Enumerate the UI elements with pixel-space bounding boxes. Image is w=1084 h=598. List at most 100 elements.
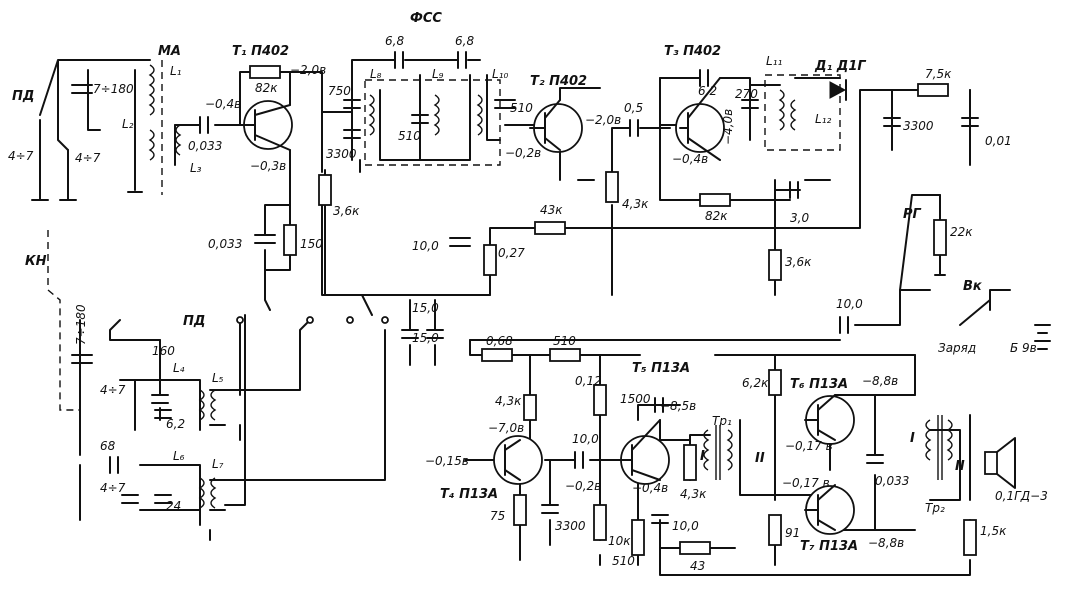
label-r-027: 0,27 [498, 246, 525, 260]
capacitor-trim-low-d [121, 494, 139, 504]
label-c-15a: 15,0 [412, 301, 439, 315]
resistor-82k-t3 [699, 193, 731, 207]
resistor-43 [679, 541, 711, 555]
label-l3: L₃ [190, 161, 202, 175]
capacitor-24 [154, 494, 172, 504]
transformer-tr1 [703, 425, 733, 480]
switch-contact-4 [381, 316, 389, 324]
resistor-91 [768, 514, 782, 546]
label-v-t5-e: −0,4в [632, 481, 668, 495]
label-c-tune-top: 7÷180 [93, 82, 134, 96]
fss-shield [364, 79, 501, 166]
label-rg: РГ [903, 207, 922, 222]
label-v-t2-c: −2,0в [585, 113, 621, 127]
capacitor-tune-top [71, 84, 93, 94]
capacitor-0.5 [629, 119, 639, 137]
label-c-1500: 1500 [620, 392, 651, 406]
label-pd-mid: ПД [183, 314, 205, 329]
capacitor-0.033-mid [254, 234, 276, 244]
resistor-3.6k-a [318, 174, 332, 206]
label-zaryad: Заряд [938, 341, 976, 355]
label-c-3300c: 3300 [555, 519, 586, 533]
resistor-4.3k-t2 [605, 171, 619, 203]
capacitor-15b [426, 329, 444, 339]
label-c-270: 270 [735, 87, 758, 101]
resistor-22k [933, 219, 947, 256]
label-winding-II-b: II [955, 459, 965, 474]
resistor-510 [549, 348, 581, 362]
label-c-68a: 6,8 [385, 34, 404, 48]
labels: ПД МА L₁ L₂ L₃ 7÷180 4÷7 4÷7 0,033 T₁ П4… [8, 11, 1048, 573]
resistor-150 [283, 224, 297, 256]
capacitor-15a [401, 329, 419, 339]
transistor-t4-body [493, 435, 543, 485]
capacitor-0.033-out [866, 454, 884, 464]
label-l1: L₁ [170, 64, 182, 78]
label-c-68b: 6,8 [455, 34, 474, 48]
capacitor-510b [494, 99, 516, 109]
label-r-43k: 43к [540, 203, 563, 217]
label-r-43k-t4: 4,3к [495, 394, 522, 408]
label-v-t6-c: −8,8в [862, 374, 898, 388]
coil-l3 [175, 124, 182, 156]
label-v-t4-b: −0,15в [425, 454, 469, 468]
coil-l12 [790, 99, 797, 131]
label-c-couple: 0,033 [188, 139, 222, 153]
capacitor-tune-low [71, 354, 93, 364]
label-c-15b: 15,0 [412, 331, 439, 345]
label-r-10k: 10к [608, 534, 631, 548]
label-r-43: 43 [690, 559, 705, 573]
label-r-150: 150 [300, 237, 323, 251]
label-r-012: 0,12 [575, 374, 602, 388]
label-c-trim-d: 4÷7 [100, 481, 126, 495]
label-l12: L₁₂ [815, 112, 831, 126]
label-c-62-low: 6,2 [166, 417, 185, 431]
capacitor-6.8b [457, 51, 467, 69]
label-r-43k-t2: 4,3к [622, 197, 649, 211]
label-l8: L₈ [370, 67, 382, 81]
label-v-t5-c: −8,5в [660, 399, 696, 413]
capacitor-3300c [541, 504, 559, 514]
label-c-10-supply: 10,0 [412, 239, 439, 253]
coil-l11 [778, 89, 785, 131]
label-r-82k-t1: 82к [255, 81, 278, 95]
label-r-91: 91 [785, 526, 800, 540]
coil-l10 [476, 94, 483, 136]
capacitor-10-supply [449, 237, 471, 247]
label-c-510a: 510 [398, 129, 421, 143]
label-v-t1-b: −0,4в [205, 97, 241, 111]
resistor-4.3k-t4 [523, 394, 537, 421]
label-v-t3-b: −0,4в [672, 152, 708, 166]
resistor-43k [534, 221, 566, 235]
label-r-75: 75 [490, 509, 505, 523]
label-r-068: 0,68 [486, 334, 513, 348]
capacitor-3300a [343, 129, 361, 139]
resistor-0.27 [483, 244, 497, 276]
label-r-82k-t3: 82к [705, 209, 728, 223]
label-v-t1-e: −0,3в [250, 159, 286, 173]
coil-l6 [198, 477, 205, 509]
coil-l8 [368, 94, 375, 136]
capacitor-270 [741, 99, 759, 109]
resistor-4.3k-tr [683, 444, 697, 481]
label-vk: Вк [963, 279, 983, 294]
label-c-10-t5e: 10,0 [672, 519, 699, 533]
label-c-3300a: 3300 [326, 147, 357, 161]
label-r-62k: 6,2к [742, 376, 769, 390]
coil-l1 [148, 64, 155, 116]
label-r-43k-tr: 4,3к [680, 487, 707, 501]
capacitor-1500 [654, 397, 664, 413]
label-c-05: 0,5 [624, 101, 643, 115]
label-t6: T₆ П13А [790, 377, 848, 392]
capacitor-6.2-t3 [699, 69, 709, 87]
label-l2: L₂ [122, 117, 134, 131]
label-c-68-low: 68 [100, 439, 116, 453]
coil-l7 [210, 477, 217, 509]
capacitor-160 [151, 394, 169, 404]
label-c-160: 160 [152, 344, 175, 358]
label-spk: 0,1ГД−3 [995, 489, 1048, 503]
resistor-0.12 [593, 384, 607, 416]
switch-contact-2 [306, 316, 314, 324]
label-fss: ФСС [410, 11, 442, 26]
